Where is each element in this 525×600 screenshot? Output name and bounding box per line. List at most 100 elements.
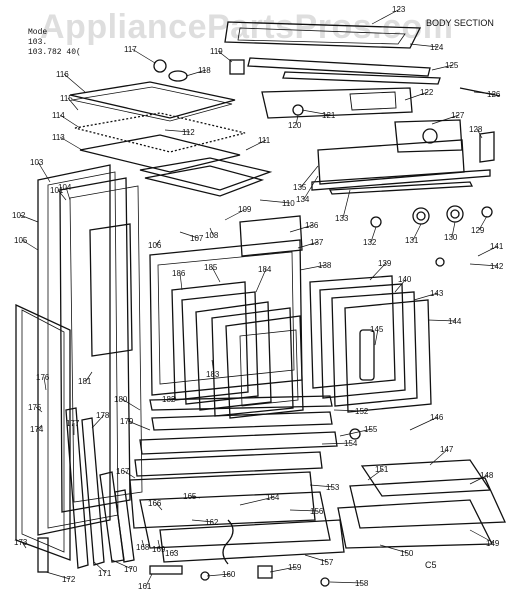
part-label-113: 113	[52, 133, 65, 142]
model-line-2: 103.	[28, 38, 48, 47]
leader-line-147	[429, 448, 449, 466]
leader-line-151	[367, 468, 384, 481]
part-label-142: 142	[490, 262, 504, 271]
part-label-164: 164	[266, 493, 280, 502]
leader-line-141	[477, 245, 499, 257]
part-label-159: 159	[288, 563, 302, 572]
part-label-162: 162	[205, 518, 219, 527]
control-panel-lower	[311, 139, 491, 195]
part-label-136: 136	[305, 221, 319, 230]
leader-line-126	[473, 91, 496, 95]
leader-line-179	[127, 420, 151, 431]
side-panel	[15, 303, 71, 573]
part-label-147: 147	[440, 445, 454, 454]
part-label-124: 124	[430, 43, 444, 52]
part-label-156: 156	[310, 507, 324, 516]
part-label-112: 112	[182, 128, 195, 137]
leader-line-156	[289, 509, 319, 512]
small-hardware	[153, 59, 501, 267]
part-label-166: 166	[148, 499, 162, 508]
leader-line-130	[451, 221, 456, 238]
part-label-115: 115	[60, 94, 73, 103]
oven-door-right	[309, 275, 432, 413]
leader-line-137	[297, 241, 319, 249]
part-label-126: 126	[487, 90, 501, 99]
part-label-176: 176	[36, 373, 50, 382]
leader-line-136	[289, 224, 314, 233]
side-rails	[65, 407, 135, 569]
leader-line-118	[185, 69, 207, 77]
leader-line-127	[431, 114, 460, 125]
leader-line-111	[245, 139, 267, 151]
leader-line-163	[172, 549, 177, 554]
part-label-167: 167	[116, 467, 130, 476]
leader-line-176	[43, 376, 47, 391]
part-label-165: 165	[183, 492, 197, 501]
leader-line-148	[469, 474, 489, 485]
part-label-158: 158	[355, 579, 369, 588]
leader-line-143	[413, 292, 439, 301]
leader-line-129	[478, 215, 488, 231]
leader-line-112	[164, 129, 191, 133]
part-label-146: 146	[430, 413, 444, 422]
leader-line-107	[179, 231, 199, 239]
part-label-139: 139	[378, 259, 392, 268]
cooktop-top-panel	[69, 81, 236, 122]
leader-line-122	[404, 91, 429, 101]
control-panel-upper	[261, 87, 413, 119]
part-label-111: 111	[258, 136, 271, 145]
leader-line-110	[259, 199, 291, 204]
part-label-134: 134	[296, 195, 310, 204]
model-line-3: 103.782 40(	[28, 48, 81, 57]
part-label-168: 168	[136, 543, 150, 552]
part-label-144: 144	[448, 317, 462, 326]
part-callouts	[19, 8, 499, 587]
leader-line-102	[19, 214, 39, 223]
part-label-173: 173	[14, 538, 28, 547]
leader-line-140	[394, 278, 407, 293]
top-trim-panel	[224, 21, 441, 85]
leader-line-183	[211, 359, 215, 375]
model-line-1: Mode	[28, 28, 48, 37]
part-label-108: 108	[205, 231, 219, 240]
leader-line-173	[21, 541, 27, 549]
part-label-169: 169	[152, 545, 166, 554]
part-label-172: 172	[62, 575, 76, 584]
part-label-119: 119	[210, 47, 223, 56]
part-label-141: 141	[490, 242, 504, 251]
leader-line-142	[469, 263, 499, 267]
leader-line-139	[369, 262, 387, 281]
leader-line-161	[145, 573, 153, 587]
part-label-145: 145	[370, 325, 384, 334]
leader-line-106	[155, 239, 161, 246]
leader-line-121	[301, 109, 331, 116]
leader-line-160	[206, 573, 231, 577]
part-label-101: 101	[50, 186, 64, 195]
leader-line-175	[35, 406, 43, 413]
leader-line-133	[342, 189, 351, 219]
part-label-106: 106	[148, 241, 162, 250]
leader-line-138	[299, 264, 327, 271]
cooktop-insulation	[74, 112, 246, 173]
part-label-117: 117	[124, 45, 137, 54]
leader-line-158	[329, 581, 364, 584]
part-label-154: 154	[344, 439, 358, 448]
leader-line-108	[209, 227, 214, 236]
leader-line-135	[300, 165, 319, 188]
part-label-138: 138	[318, 261, 332, 270]
leader-line-119	[217, 50, 233, 63]
leader-line-149	[469, 529, 495, 544]
leader-line-134	[303, 175, 319, 200]
leader-line-124	[409, 43, 439, 48]
part-label-186: 186	[172, 269, 186, 278]
lower-hardware	[149, 428, 361, 587]
part-label-152: 152	[355, 407, 369, 416]
part-label-129: 129	[471, 226, 485, 235]
part-label-140: 140	[398, 275, 412, 284]
part-label-120: 120	[288, 121, 302, 130]
part-label-179: 179	[120, 417, 134, 426]
leader-line-180	[121, 398, 141, 411]
part-label-160: 160	[222, 570, 236, 579]
section-title: BODY SECTION	[426, 18, 494, 28]
